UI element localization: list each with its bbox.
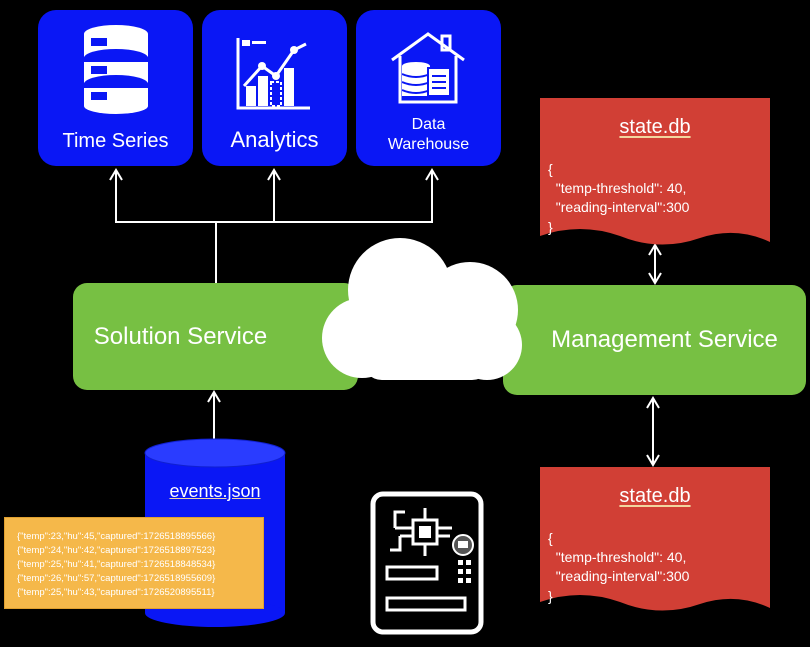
events-db-label: events.json (169, 481, 261, 501)
events-sample-note: {"temp":23,"hu":45,"captured":1726518895… (4, 517, 264, 609)
note-line: {"temp":24,"hu":42,"captured":1726518897… (17, 545, 216, 556)
doc-line: "temp-threshold": 40, (548, 180, 687, 196)
solution-service-label: Solution Service (93, 322, 268, 350)
doc-line: } (548, 219, 553, 235)
analytics-label: Analytics (230, 127, 319, 152)
management-service-label: Management Service (551, 326, 778, 353)
state-doc-top: state.db { "temp-threshold": 40, "readin… (540, 98, 770, 238)
analytics-chart-icon (236, 38, 310, 110)
doc-line: "reading-interval":300 (548, 199, 690, 215)
time-series-label: Time Series (62, 130, 169, 152)
data-warehouse-label-line1: Data (411, 116, 446, 133)
time-series-box: Time Series (38, 10, 193, 166)
note-line: {"temp":25,"hu":41,"captured":1726518848… (17, 559, 216, 570)
doc-line: "reading-interval":300 (548, 568, 690, 584)
data-warehouse-icon (391, 32, 465, 104)
analytics-box: Analytics (202, 10, 347, 166)
solution-service-box: Solution Service (73, 283, 358, 390)
doc-line: "temp-threshold": 40, (548, 549, 687, 565)
doc-line: } (548, 588, 553, 604)
data-warehouse-label-line2: Warehouse (387, 136, 470, 153)
doc-line: { (548, 530, 553, 546)
data-warehouse-box: Data Warehouse (356, 10, 501, 166)
note-line: {"temp":25,"hu":43,"captured":1726520895… (17, 587, 215, 598)
database-icon (84, 25, 148, 114)
management-service-box: Management Service (503, 285, 806, 395)
state-doc-bottom: state.db { "temp-threshold": 40, "readin… (540, 467, 770, 607)
doc-line: { (548, 161, 553, 177)
state-doc-title: state.db (619, 485, 691, 507)
note-line: {"temp":23,"hu":45,"captured":1726518895… (17, 531, 216, 542)
state-doc-title: state.db (619, 116, 691, 138)
note-line: {"temp":26,"hu":57,"captured":1726518955… (17, 573, 216, 584)
